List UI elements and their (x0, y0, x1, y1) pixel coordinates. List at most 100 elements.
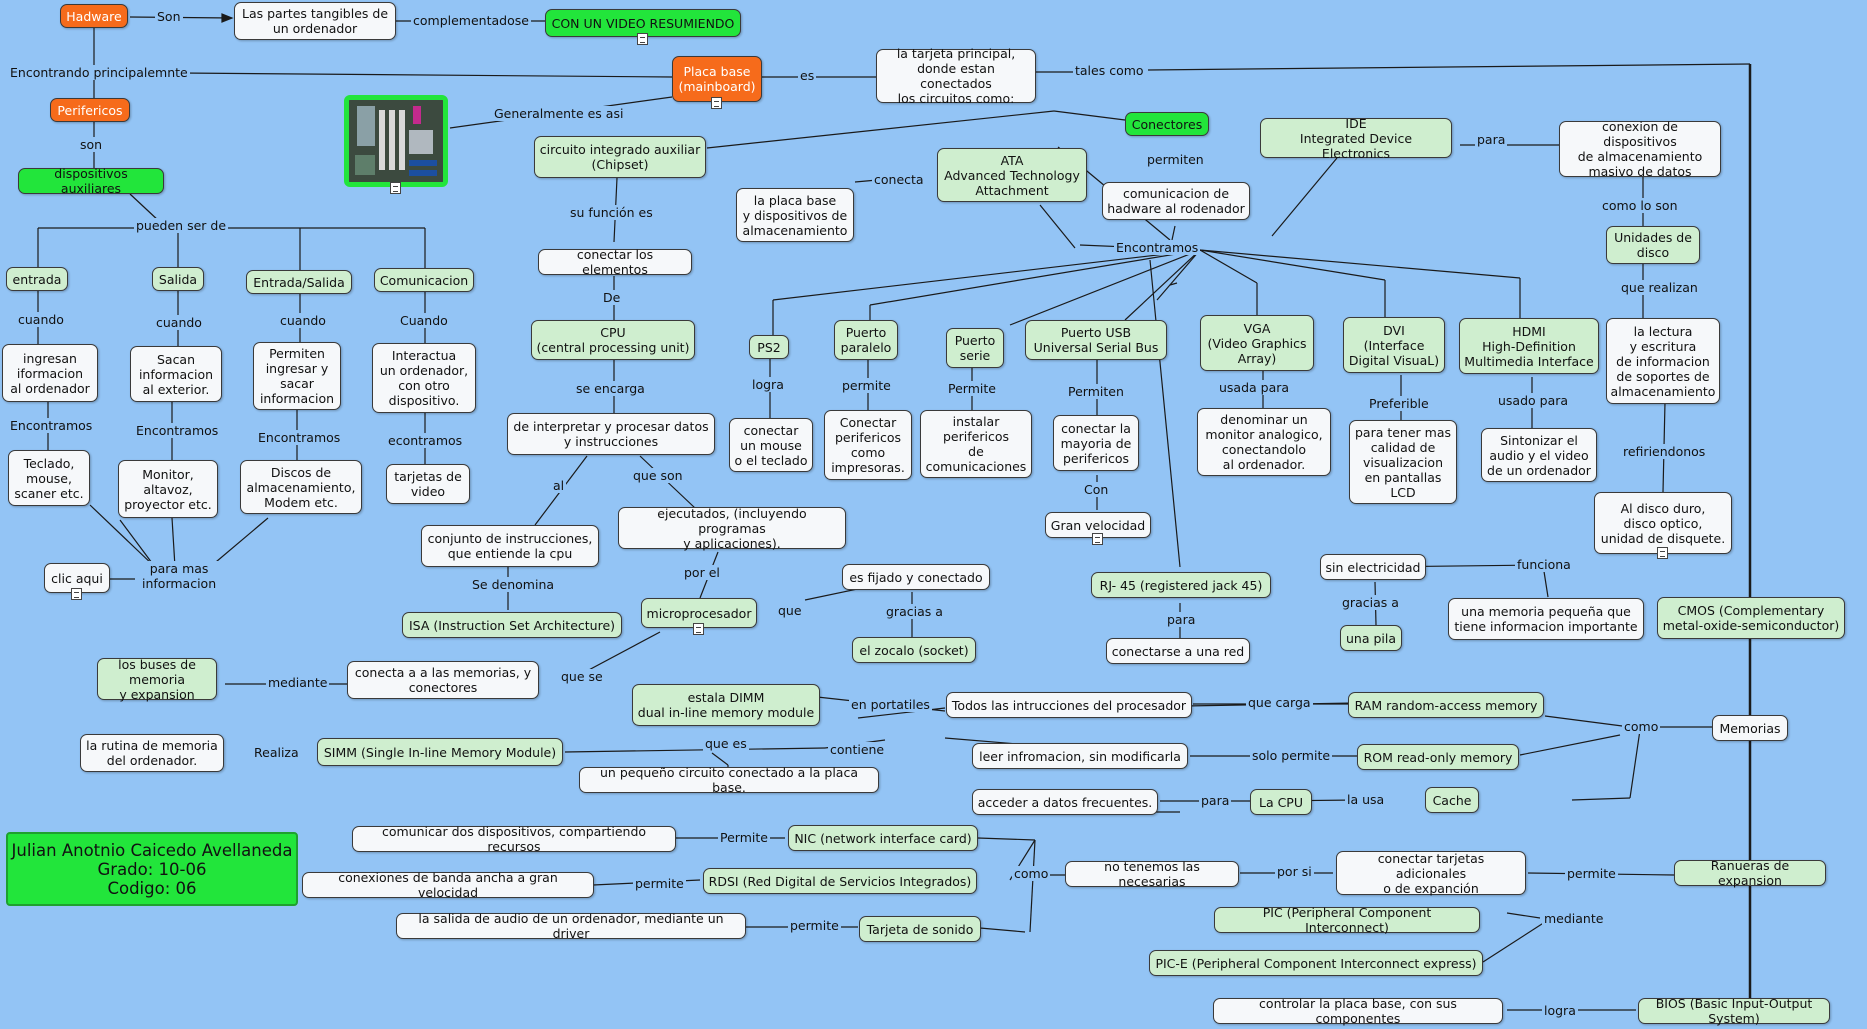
ide-node[interactable]: IDE Integrated Device Electronics (1260, 116, 1452, 161)
acceder-datos-node[interactable]: acceder a datos frecuentes. (972, 789, 1158, 815)
nic-node[interactable]: NIC (network interface card) (788, 825, 978, 851)
conectar-mouse-node[interactable]: conectar un mouse o el teclado (729, 418, 813, 472)
link-label: que realizan (1619, 280, 1700, 295)
sintonizar-node[interactable]: Sintonizar el audio y el video de un ord… (1481, 428, 1597, 482)
lectura-escritura-node[interactable]: la lectura y escritura de informacion de… (1606, 318, 1720, 404)
ejecutados-node[interactable]: ejecutados, (incluyendo programas y apli… (618, 506, 846, 551)
video-resumen-node[interactable]: CON UN VIDEO RESUMIENDO (545, 9, 741, 37)
conexion-dispositivos-node[interactable]: conexion de dispositivos de almacenamien… (1559, 119, 1721, 179)
buses-memoria-node[interactable]: los buses de memoria y expansion (97, 657, 217, 702)
comunicacion-node[interactable]: Comunicacion (374, 268, 474, 292)
link-label: econtramos (386, 433, 465, 448)
todas-instrucciones-node[interactable]: Todos las intrucciones del procesador (946, 692, 1192, 718)
conecta-memorias-node[interactable]: conecta a a las memorias, y conectores (347, 661, 539, 699)
puerto-paralelo-node[interactable]: Puerto paralelo (834, 320, 898, 360)
no-tenemos-node[interactable]: no tenemos las necesarias (1065, 859, 1239, 889)
placa-document-icon[interactable] (711, 97, 722, 109)
comunicacion-hardware-node[interactable]: comunicacion de hadware al rodenador (1102, 182, 1250, 220)
ram-node[interactable]: RAM random-access memory (1348, 692, 1544, 718)
hdmi-node[interactable]: HDMI High-Definition Multimedia Interfac… (1459, 318, 1599, 374)
la-cpu-node[interactable]: La CPU (1250, 789, 1312, 815)
discos-node[interactable]: Discos de almacenamiento, Modem etc. (240, 460, 362, 514)
puerto-serie-node[interactable]: Puerto serie (946, 328, 1004, 368)
zocalo-node[interactable]: el zocalo (socket) (852, 637, 976, 663)
dimm-node[interactable]: estala DIMM dual in-line memory module (632, 684, 820, 726)
clic-document-icon[interactable] (71, 588, 82, 600)
monitor-node[interactable]: Monitor, altavoz, proyector etc. (118, 460, 218, 518)
puerto-usb-node[interactable]: Puerto USB Universal Serial Bus (1025, 320, 1167, 360)
partes-tangibles-node[interactable]: Las partes tangibles de un ordenador (234, 2, 396, 40)
permiten-ingresar-node[interactable]: Permiten ingresar y sacar informacion (253, 342, 341, 410)
link-label: Permite (718, 830, 770, 845)
link-label: en portatiles (849, 697, 932, 712)
banda-ancha-node[interactable]: conexiones de banda ancha a gran velocid… (302, 870, 594, 900)
conectar-tarjetas-node[interactable]: conectar tarjetas adicionales o de expan… (1336, 851, 1526, 896)
rom-node[interactable]: ROM read-only memory (1357, 744, 1519, 770)
hadware-node[interactable]: Hadware (60, 4, 128, 28)
instalar-perifericos-node[interactable]: instalar perifericos de comunicaciones (920, 410, 1032, 478)
controlar-placa-node[interactable]: controlar la placa base, con sus compone… (1213, 996, 1503, 1026)
memoria-pequena-node[interactable]: una memoria pequeña que tiene informacio… (1448, 598, 1644, 640)
entrada-salida-node[interactable]: Entrada/Salida (246, 270, 352, 294)
una-pila-node[interactable]: una pila (1340, 625, 1402, 651)
rutina-memoria-node[interactable]: la rutina de memoria del ordenador. (80, 734, 224, 772)
board-document-icon[interactable] (390, 182, 401, 194)
ata-node[interactable]: ATA Advanced Technology Attachment (937, 148, 1087, 202)
placa-base-node[interactable]: Placa base (mainboard) (672, 56, 762, 102)
pequeno-circuito-node[interactable]: un pequeño circuito conectado a la placa… (579, 765, 879, 795)
rj45-node[interactable]: RJ- 45 (registered jack 45) (1091, 572, 1271, 598)
conectarse-red-node[interactable]: conectarse a una red (1106, 638, 1250, 664)
bios-node[interactable]: BIOS (Basic Input-Output System) (1638, 996, 1830, 1026)
ps2-node[interactable]: PS2 (749, 335, 789, 359)
chipset-node[interactable]: circuito integrado auxiliar (Chipset) (534, 136, 706, 178)
rdsi-node[interactable]: RDSI (Red Digital de Servicios Integrado… (703, 868, 977, 894)
fijado-conectado-node[interactable]: es fijado y conectado (842, 564, 990, 590)
sin-electricidad-node[interactable]: sin electricidad (1320, 554, 1426, 580)
tarjetas-video-node[interactable]: tarjetas de video (386, 464, 470, 504)
conectar-perifericos-node[interactable]: Conectar perifericos como impresoras. (824, 410, 912, 480)
ingresan-node[interactable]: ingresan iformacion al ordenador (2, 344, 98, 402)
perifericos-node[interactable]: Perifericos (50, 98, 130, 122)
disco-document-icon[interactable] (1657, 547, 1668, 559)
conectar-elementos-node[interactable]: conectar los elementos (538, 247, 692, 277)
interpretar-node[interactable]: de interpretar y procesar datos y instru… (507, 413, 715, 455)
link-label: tales como (1073, 63, 1146, 78)
dispositivos-auxiliares-node[interactable]: dispositivos auxiliares (18, 166, 164, 196)
link-label: para (1475, 132, 1508, 147)
teclado-node[interactable]: Teclado, mouse, scaner etc. (8, 450, 90, 506)
motherboard-image[interactable] (344, 95, 448, 187)
salida-node[interactable]: Salida (152, 267, 204, 291)
conjunto-instrucciones-node[interactable]: conjunto de instrucciones, que entiende … (421, 525, 599, 567)
comunicar-dispositivos-node[interactable]: comunicar dos dispositivos, compartiendo… (352, 824, 676, 854)
unidades-disco-node[interactable]: Unidades de disco (1606, 226, 1700, 264)
link-label: que son (631, 468, 685, 483)
tarjeta-sonido-node[interactable]: Tarjeta de sonido (859, 916, 981, 942)
sacan-node[interactable]: Sacan informacion al exterior. (130, 346, 222, 402)
simm-node[interactable]: SIMM (Single In-line Memory Module) (317, 738, 563, 766)
conectores-node[interactable]: Conectores (1125, 112, 1209, 136)
isa-node[interactable]: ISA (Instruction Set Architecture) (402, 612, 622, 638)
disco-duro-node[interactable]: Al disco duro, disco optico, unidad de d… (1594, 492, 1732, 554)
video-document-icon[interactable] (637, 33, 648, 45)
pcie-node[interactable]: PIC-E (Peripheral Component Interconnect… (1149, 950, 1483, 976)
interactua-node[interactable]: Interactua un ordenador, con otro dispos… (372, 343, 476, 413)
salida-audio-node[interactable]: la salida de audio de un ordenador, medi… (396, 911, 746, 941)
tarjeta-principal-node[interactable]: la tarjeta principal, donde estan conect… (876, 46, 1036, 106)
vga-node[interactable]: VGA (Video Graphics Array) (1200, 315, 1314, 371)
conectar-mayoria-node[interactable]: conectar la mayoria de perifericos (1053, 415, 1139, 471)
dvi-node[interactable]: DVI (Interface Digital VisuaL) (1343, 317, 1445, 373)
denominar-node[interactable]: denominar un monitor analogico, conectan… (1197, 408, 1331, 476)
ranuras-expansion-node[interactable]: Ranueras de expansion (1674, 858, 1826, 888)
memorias-node[interactable]: Memorias (1712, 715, 1788, 741)
micro-document-icon[interactable] (693, 623, 704, 635)
link-label: Cuando (398, 313, 450, 328)
placa-dispositivos-node[interactable]: la placa base y dispositivos de almacena… (736, 188, 854, 242)
mayor-calidad-node[interactable]: para tener mas calidad de visualizacion … (1349, 420, 1457, 504)
cpu-node[interactable]: CPU (central processing unit) (531, 320, 695, 360)
cache-node[interactable]: Cache (1425, 787, 1479, 813)
pci-node[interactable]: PIC (Peripheral Component Interconnect) (1214, 905, 1480, 935)
leer-informacion-node[interactable]: leer infromacion, sin modificarla (972, 743, 1188, 769)
cmos-node[interactable]: CMOS (Complementary metal-oxide-semicond… (1657, 597, 1845, 639)
usb-document-icon[interactable] (1092, 533, 1103, 545)
entrada-node[interactable]: entrada (6, 267, 68, 291)
